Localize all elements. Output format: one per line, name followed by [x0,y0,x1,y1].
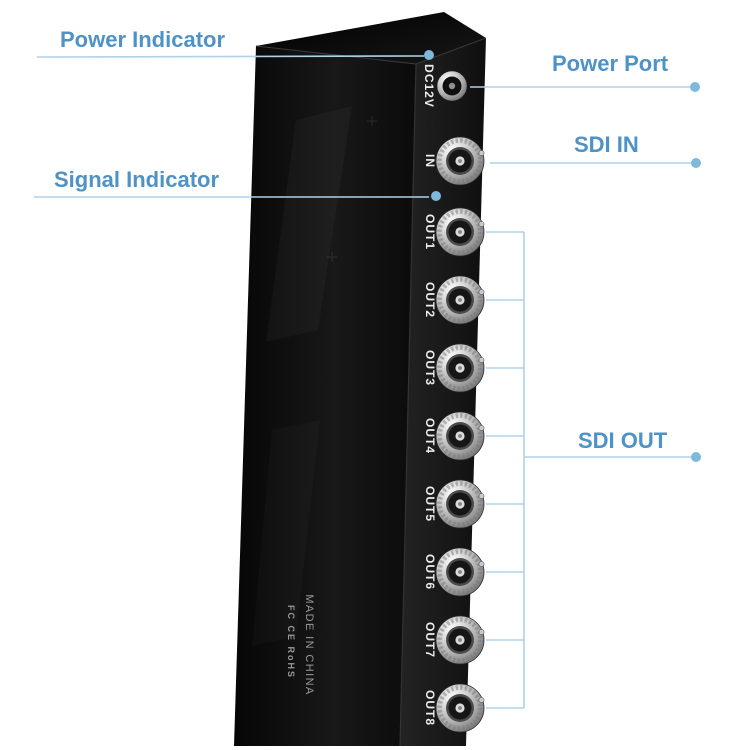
port-label-out8: OUT8 [423,690,437,726]
power-indicator-line [36,55,425,58]
sdi-out8-connector [436,684,484,732]
sdi-out1-connector [436,208,484,256]
port-label-out7: OUT7 [423,622,437,658]
sdi-out-dot [691,452,701,462]
port-label-out2: OUT2 [423,282,437,318]
sdi-in-label: SDI IN [574,132,639,157]
signal-indicator-label: Signal Indicator [54,167,219,192]
sdi-out3-connector [436,344,484,392]
power-indicator-label: Power Indicator [60,27,225,52]
callout-sdi-in: SDI IN [490,132,701,168]
callout-signal-indicator: Signal Indicator [34,167,441,201]
front-side-edge [399,63,417,747]
sdi-in-dot [691,158,701,168]
callout-power-port: Power Port [470,51,700,92]
made-in-china-label: MADE IN CHINA [303,594,315,695]
signal-indicator-dot [431,191,441,201]
sdi-out-label: SDI OUT [578,428,668,453]
sdi-out7-connector [436,616,484,664]
port-label-in: IN [423,154,437,168]
power-indicator-dot [424,50,434,60]
panel-glints [327,116,377,262]
power-port-dot [690,82,700,92]
sdi-out5-connector [436,480,484,528]
device: DC12V IN OUT1 OUT2 OUT3 OUT4 OUT5 OUT6 O… [234,12,486,747]
front-top-edge [255,45,417,65]
port-label-out6: OUT6 [423,554,437,590]
device-front-face [234,46,416,746]
power-port-label: Power Port [552,51,669,76]
port-label-out4: OUT4 [423,418,437,454]
certification-marks: FC CE RoHS [286,605,296,679]
sdi-in-connector [436,137,484,185]
port-label-out5: OUT5 [423,486,437,522]
sdi-out2-connector [436,276,484,324]
callout-sdi-out: SDI OUT [486,231,701,709]
port-label-out3: OUT3 [423,350,437,386]
sdi-out6-connector [436,548,484,596]
port-label-out1: OUT1 [423,214,437,250]
sdi-out4-connector [436,412,484,460]
callouts: Power Indicator Signal Indicator Power P… [34,27,701,709]
callout-power-indicator: Power Indicator [36,27,434,60]
port-label-dc12v: DC12V [422,64,436,108]
dc-power-jack [436,70,468,102]
